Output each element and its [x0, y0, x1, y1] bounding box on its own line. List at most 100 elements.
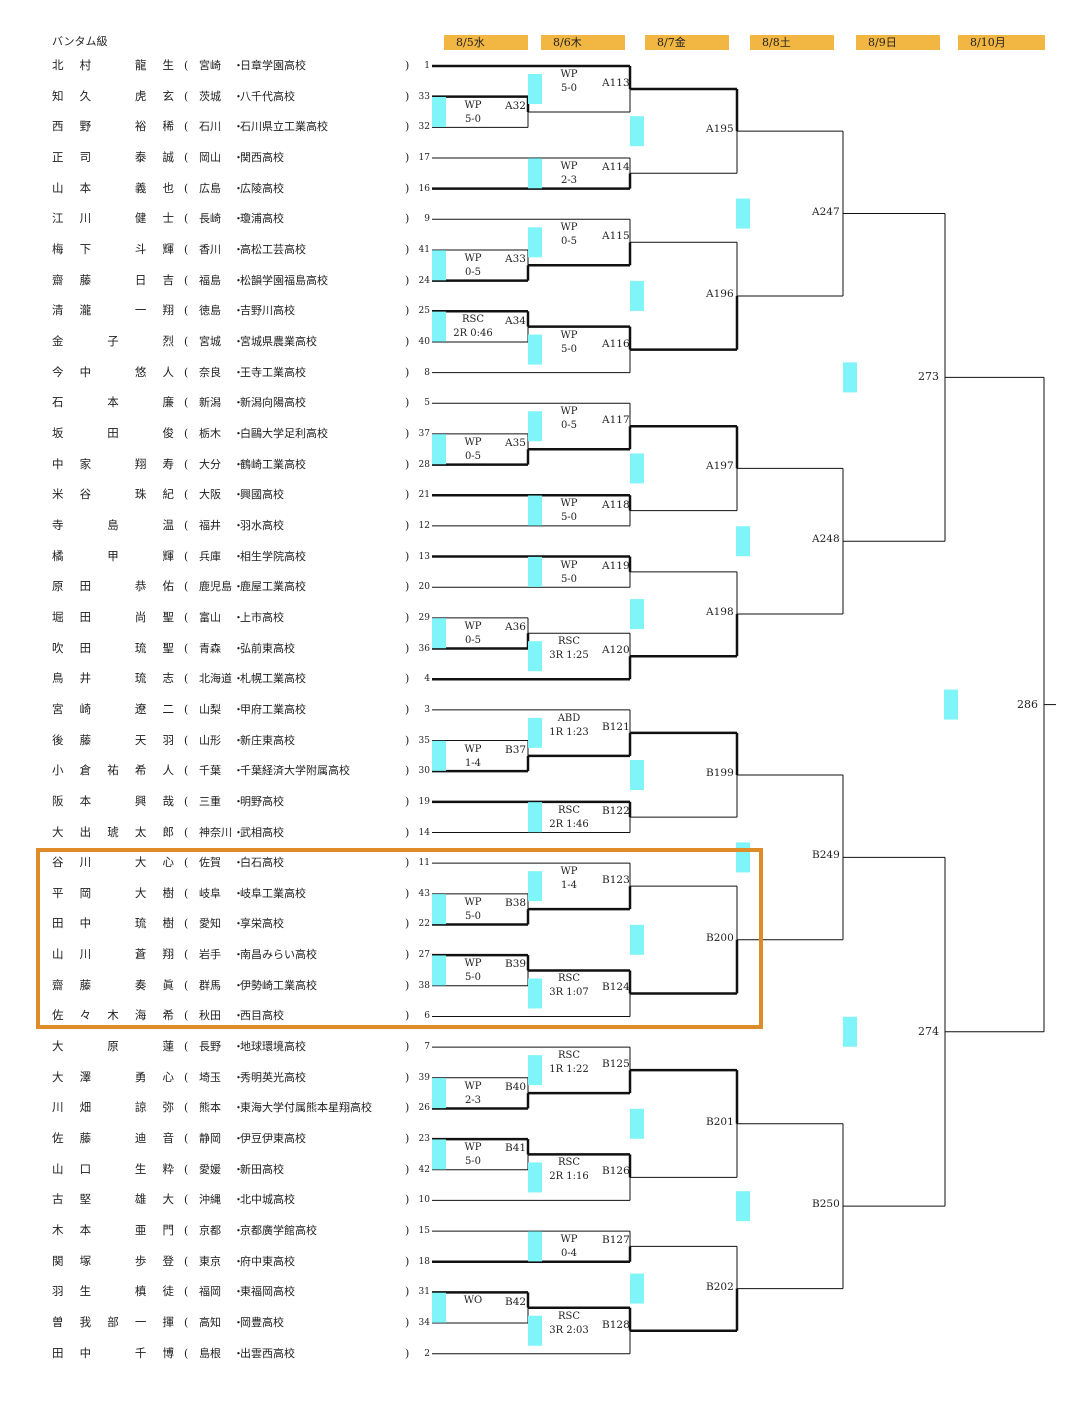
bout-number: A195 [706, 123, 734, 136]
bout-number: A33 [505, 253, 526, 266]
paren-open: ( [184, 304, 189, 318]
prefecture: 福島 [199, 273, 221, 287]
paren-open: ( [184, 917, 189, 931]
seed-number: 29 [418, 612, 430, 623]
bout-number: A117 [602, 414, 630, 427]
paren-close: ) [405, 334, 410, 348]
separator-dot: ・ [233, 1285, 244, 1299]
paren-open: ( [184, 242, 189, 256]
separator-dot: ・ [233, 304, 244, 318]
school-name: 吉野川高校 [240, 304, 295, 318]
bout-number: A114 [602, 161, 630, 174]
school-name: 新庄東高校 [240, 733, 295, 747]
schedule-marker [843, 362, 857, 393]
school-name: 興國高校 [240, 488, 284, 502]
paren-open: ( [184, 120, 189, 134]
paren-open: ( [184, 212, 189, 226]
prefecture: 静岡 [199, 1132, 221, 1146]
match-detail: 2-3 [464, 1094, 482, 1106]
bout-number: 273 [918, 370, 939, 384]
separator-dot: ・ [233, 856, 244, 870]
competitor-name: 梅下 斗輝 [52, 241, 174, 256]
competitor-name: 今中 悠人 [52, 364, 174, 379]
school-name: 石川県立工業高校 [240, 120, 328, 134]
schedule-marker [432, 1292, 446, 1323]
separator-dot: ・ [233, 1346, 244, 1360]
competitor-name: 北村 龍生 [52, 58, 174, 72]
paren-open: ( [184, 518, 189, 532]
prefecture: 島根 [199, 1346, 221, 1360]
paren-close: ) [405, 856, 410, 870]
bout-number: A118 [602, 498, 630, 511]
paren-open: ( [184, 764, 189, 778]
paren-open: ( [184, 610, 189, 624]
match-result: WP [464, 1142, 482, 1154]
schedule-marker [528, 411, 542, 442]
match-result: WP [560, 160, 578, 172]
separator-dot: ・ [233, 426, 244, 440]
paren-open: ( [184, 1009, 189, 1023]
seed-number: 31 [418, 1287, 430, 1298]
bout-number: A115 [602, 230, 630, 243]
separator-dot: ・ [233, 1316, 244, 1330]
schedule-marker [432, 618, 446, 649]
competitor-name: 坂 田 俊 [52, 425, 174, 440]
competitor-name: 小倉祐希人 [52, 763, 174, 778]
prefecture: 長野 [199, 1040, 221, 1054]
seed-number: 43 [418, 888, 430, 899]
day-header: 8/10月 [958, 35, 1045, 50]
schedule-marker [528, 802, 542, 833]
schedule-marker [528, 158, 542, 189]
paren-close: ) [405, 1070, 410, 1084]
bout-number: B39 [505, 958, 527, 971]
seed-number: 32 [418, 122, 430, 133]
paren-open: ( [184, 886, 189, 900]
seed-number: 12 [418, 520, 430, 531]
separator-dot: ・ [233, 978, 244, 992]
paren-close: ) [405, 304, 410, 318]
prefecture: 愛知 [199, 917, 221, 931]
separator-dot: ・ [233, 89, 244, 103]
schedule-marker [432, 740, 446, 771]
school-name: 地球環境高校 [240, 1040, 306, 1054]
seed-number: 19 [418, 796, 430, 807]
competitor-name: 齋藤 日吉 [52, 272, 174, 287]
paren-open: ( [184, 1162, 189, 1176]
school-name: 高松工芸高校 [240, 242, 306, 256]
prefecture: 石川 [199, 120, 221, 134]
school-name: 出雲西高校 [240, 1346, 295, 1360]
paren-open: ( [184, 426, 189, 440]
paren-open: ( [184, 59, 189, 72]
competitor-name: 橘 甲 輝 [52, 548, 174, 563]
paren-close: ) [405, 580, 410, 594]
match-result: ABD [557, 712, 581, 724]
paren-close: ) [405, 518, 410, 532]
match-detail: 2R 1:46 [549, 818, 589, 830]
seed-number: 20 [418, 582, 430, 593]
paren-close: ) [405, 886, 410, 900]
separator-dot: ・ [233, 610, 244, 624]
separator-dot: ・ [233, 150, 244, 164]
schedule-marker [736, 526, 750, 557]
school-name: 武相高校 [240, 825, 284, 839]
prefecture: 宮城 [199, 334, 221, 348]
bout-number: B41 [505, 1142, 527, 1155]
match-result: WP [464, 743, 482, 755]
schedule-marker [528, 334, 542, 365]
bout-number: B126 [602, 1165, 630, 1178]
paren-close: ) [405, 733, 410, 747]
school-name: 白鷗大学足利高校 [240, 426, 328, 440]
paren-close: ) [405, 426, 410, 440]
match-result: WP [464, 1080, 482, 1092]
match-result: WP [464, 252, 482, 264]
match-detail: 5-0 [464, 910, 482, 922]
prefecture: 広島 [199, 181, 221, 195]
school-name: 伊豆伊東高校 [240, 1132, 306, 1146]
school-name: 北中城高校 [240, 1193, 295, 1207]
match-result: WP [560, 406, 578, 418]
paren-close: ) [405, 948, 410, 962]
match-result: WP [464, 436, 482, 448]
match-detail: 3R 1:07 [549, 987, 589, 999]
competitor-name: 大澤 勇心 [52, 1069, 174, 1084]
seed-number: 23 [418, 1134, 430, 1145]
